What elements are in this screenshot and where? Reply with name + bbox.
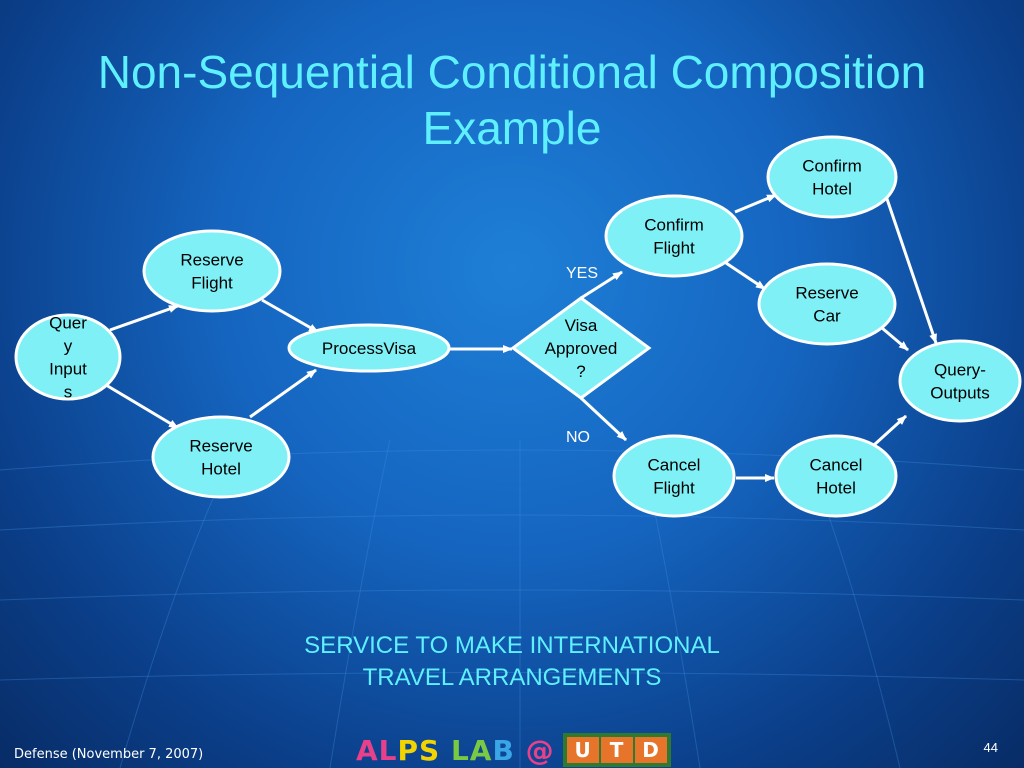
- title-line-2: Example: [422, 102, 602, 154]
- edge-query-inputs-to-reserve-flight: [109, 304, 179, 332]
- node-label-confirm-flight-line-0: Confirm: [644, 216, 704, 235]
- node-label-visa-approved-line-2: ?: [576, 362, 585, 381]
- node-label-visa-approved-line-1: Approved: [545, 339, 618, 358]
- node-label-query-inputs-line-1: y: [64, 337, 73, 356]
- node-label-visa-approved-line-0: Visa: [565, 316, 598, 335]
- node-label-reserve-car-line-1: Car: [813, 307, 841, 326]
- node-shape-process-visa: [287, 323, 451, 373]
- subtitle-line-2: TRAVEL ARRANGEMENTS: [362, 664, 662, 691]
- node-shape-reserve-hotel: [151, 415, 291, 499]
- node-label-confirm-hotel-line-1: Hotel: [812, 180, 852, 199]
- node-label-reserve-hotel-line-1: Hotel: [201, 460, 241, 479]
- node-label-reserve-car-line-0: Reserve: [795, 284, 858, 303]
- node-label-cancel-hotel-line-1: Hotel: [816, 479, 856, 498]
- node-label-process-visa-line-0: ProcessVisa: [322, 339, 417, 358]
- edge-reserve-car-to-query-outputs: [881, 326, 909, 352]
- node-shape-cancel-hotel: [774, 434, 898, 518]
- node-label-query-inputs-line-2: Input: [49, 360, 87, 379]
- edge-reserve-hotel-to-process-visa: [249, 368, 317, 419]
- node-label-query-outputs-line-0: Query-: [934, 361, 986, 380]
- node-shape-reserve-car: [757, 262, 897, 346]
- node-label-cancel-flight-line-1: Flight: [653, 479, 695, 498]
- utd-letter-u: U: [566, 737, 599, 763]
- node-label-reserve-flight-line-0: Reserve: [180, 251, 243, 270]
- edge-cancel-hotel-to-query-outputs: [872, 414, 908, 447]
- edge-reserve-flight-to-process-visa: [261, 298, 319, 334]
- edge-query-inputs-to-reserve-hotel: [105, 383, 179, 430]
- node-shape-cancel-flight: [612, 434, 736, 518]
- edge-visa-approved-to-cancel-flight: [579, 396, 628, 442]
- node-shape-confirm-flight: [604, 194, 744, 278]
- node-query-outputs: Query- Outputs: [898, 339, 1022, 423]
- footer-text: Defense (November 7, 2007): [14, 747, 204, 762]
- alps-lab-utd-logo: ALPS LAB @ U T D: [356, 732, 671, 768]
- node-label-reserve-hotel-line-0: Reserve: [189, 437, 252, 456]
- edge-confirm-flight-to-reserve-car: [725, 261, 766, 291]
- utd-letter-t: T: [600, 737, 633, 763]
- node-label-confirm-hotel-line-0: Confirm: [802, 157, 862, 176]
- node-label-confirm-flight-line-1: Flight: [653, 239, 695, 258]
- edge-visa-approved-to-confirm-flight: [580, 270, 623, 300]
- edge-label-yes: YES: [566, 265, 598, 282]
- title-line-1: Non-Sequential Conditional Composition: [97, 46, 927, 98]
- node-shape-reserve-flight: [142, 229, 282, 313]
- subtitle-line-1: SERVICE TO MAKE INTERNATIONAL: [304, 632, 720, 659]
- node-label-query-inputs-line-0: Quer: [49, 314, 87, 333]
- slide-title: Non-Sequential Conditional Composition E…: [40, 44, 984, 156]
- node-label-query-inputs-line-3: s: [64, 383, 73, 402]
- utd-letter-d: D: [634, 737, 667, 763]
- node-process-visa: ProcessVisa: [287, 323, 451, 373]
- node-label-cancel-hotel-line-0: Cancel: [810, 456, 863, 475]
- node-shape-query-outputs: [898, 339, 1022, 423]
- edge-confirm-flight-to-confirm-hotel: [734, 193, 777, 214]
- node-label-reserve-flight-line-1: Flight: [191, 274, 233, 293]
- edge-confirm-hotel-to-query-outputs: [884, 195, 938, 344]
- node-label-cancel-flight-line-0: Cancel: [648, 456, 701, 475]
- utd-badge: U T D: [562, 733, 671, 767]
- slide-subtitle: SERVICE TO MAKE INTERNATIONAL TRAVEL ARR…: [200, 630, 824, 694]
- page-number: 44: [983, 740, 998, 755]
- node-shape-query-inputs: [14, 313, 122, 401]
- node-label-query-outputs-line-1: Outputs: [930, 384, 990, 403]
- node-shape-visa-approved: [510, 296, 652, 400]
- logo-text: ALPS LAB @: [356, 733, 555, 767]
- edge-label-no: NO: [566, 429, 590, 446]
- node-shape-confirm-hotel: [766, 135, 898, 219]
